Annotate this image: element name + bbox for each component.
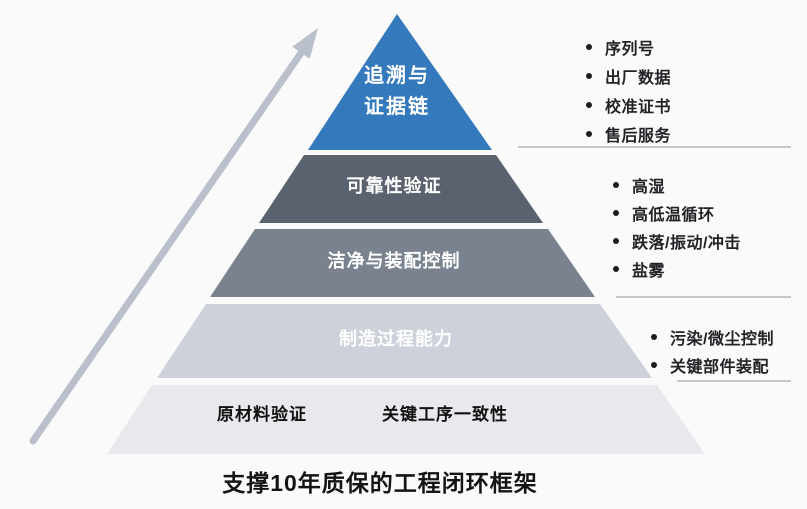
list-item-label: 校准证书 <box>605 98 672 116</box>
bullet-icon <box>586 72 592 79</box>
pyramid-level-1-label: 追溯与 证据链 <box>324 61 470 123</box>
bullet-icon <box>586 130 592 137</box>
annotation-group-2: 高湿 高低温循环 跌落/振动/冲击 盐雾 <box>613 171 741 283</box>
list-item: 跌落/振动/冲击 <box>613 227 741 255</box>
list-item-label: 序列号 <box>605 40 655 58</box>
annotation-group-1: 序列号 出厂数据 校准证书 售后服务 <box>586 32 671 148</box>
list-item: 污染/微尘控制 <box>651 323 774 351</box>
arrow-head <box>292 28 318 59</box>
pyramid-level-5-label-right: 关键工序一致性 <box>382 405 508 424</box>
pyramid-level-5-shape <box>107 385 705 454</box>
list-item-label: 关键部件装配 <box>670 359 770 376</box>
bullet-icon <box>651 334 657 340</box>
level-1-label-line-1: 追溯与 <box>364 65 430 87</box>
pyramid-level-2-label: 可靠性验证 <box>346 176 442 196</box>
bullet-icon <box>586 43 592 50</box>
list-item: 盐雾 <box>613 255 741 283</box>
list-item-label: 售后服务 <box>605 127 672 145</box>
pyramid-level-1-shape <box>308 14 492 150</box>
list-item: 关键部件装配 <box>651 351 774 379</box>
pyramid-level-3-label: 洁净与装配控制 <box>327 251 461 271</box>
diagram-title: 支撑10年质保的工程闭环框架 <box>222 470 538 496</box>
pyramid-level-4-label: 制造过程能力 <box>339 329 453 349</box>
bullet-icon <box>613 182 619 188</box>
list-item: 售后服务 <box>586 119 671 148</box>
bullet-icon <box>613 238 619 244</box>
pyramid-level-3-shape <box>210 229 595 297</box>
list-item-label: 跌落/振动/冲击 <box>632 235 741 252</box>
list-item-label: 高低温循环 <box>632 207 715 224</box>
list-item: 出厂数据 <box>586 61 671 90</box>
arrow-shaft <box>29 49 305 445</box>
pyramid-level-4-shape <box>157 304 652 378</box>
bullet-icon <box>613 266 619 272</box>
level-1-label-line-2: 证据链 <box>364 96 430 118</box>
pyramid-level-5-label-left: 原材料验证 <box>217 405 307 424</box>
bullet-icon <box>651 362 657 368</box>
list-item: 序列号 <box>586 32 671 61</box>
list-item-label: 高湿 <box>632 179 666 196</box>
annotation-group-3: 污染/微尘控制 关键部件装配 <box>651 323 774 379</box>
list-item-label: 盐雾 <box>632 263 666 280</box>
list-item: 高湿 <box>613 171 741 199</box>
list-item: 高低温循环 <box>613 199 741 227</box>
list-item: 校准证书 <box>586 90 671 119</box>
growth-arrow-icon <box>29 28 318 445</box>
bullet-icon <box>586 101 592 108</box>
pyramid-level-2-shape <box>259 155 543 223</box>
bullet-icon <box>613 210 619 216</box>
list-item-label: 出厂数据 <box>605 69 672 87</box>
list-item-label: 污染/微尘控制 <box>670 331 774 348</box>
